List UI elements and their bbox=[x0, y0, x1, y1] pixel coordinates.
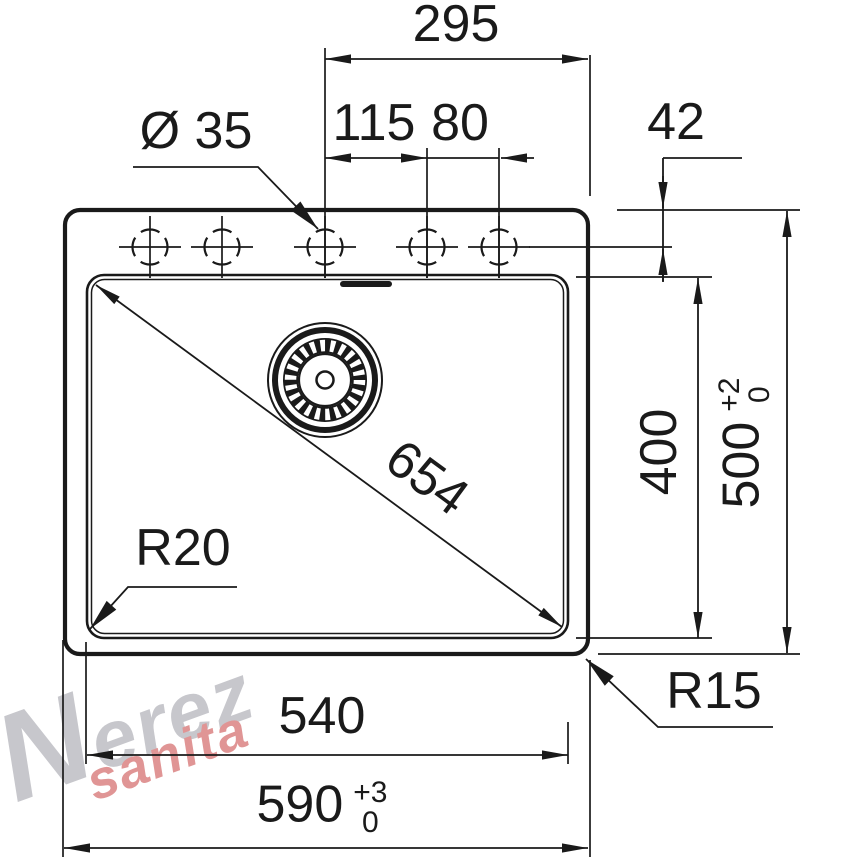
dim-text-590-value: 590 bbox=[256, 775, 344, 834]
dim-text-115: 115 bbox=[332, 94, 416, 152]
dim-text-r20: R20 bbox=[135, 519, 231, 577]
dim-text-r15: R15 bbox=[666, 662, 762, 720]
drain-strainer bbox=[267, 322, 383, 438]
dim-text-hole-diameter: Ø 35 bbox=[139, 102, 253, 160]
overflow-slot bbox=[340, 281, 392, 287]
dim-text-42: 42 bbox=[647, 93, 705, 151]
extension-lines bbox=[62, 48, 800, 857]
dim-line-654-diagonal bbox=[95, 284, 563, 628]
tap-hole bbox=[189, 214, 255, 280]
tap-hole bbox=[117, 214, 183, 280]
sink-outline bbox=[62, 207, 591, 657]
leader-hole-diameter bbox=[133, 166, 319, 230]
dim-text-80: 80 bbox=[431, 94, 489, 152]
leader-lines bbox=[89, 166, 773, 728]
dimension-lines bbox=[64, 54, 792, 853]
leader-r15 bbox=[585, 658, 773, 728]
dim-text-540: 540 bbox=[278, 687, 366, 745]
dim-text-500-value: 500 bbox=[712, 421, 771, 509]
dim-text-295: 295 bbox=[412, 0, 500, 53]
leader-r20 bbox=[89, 586, 237, 630]
dim-text-400: 400 bbox=[630, 408, 688, 496]
